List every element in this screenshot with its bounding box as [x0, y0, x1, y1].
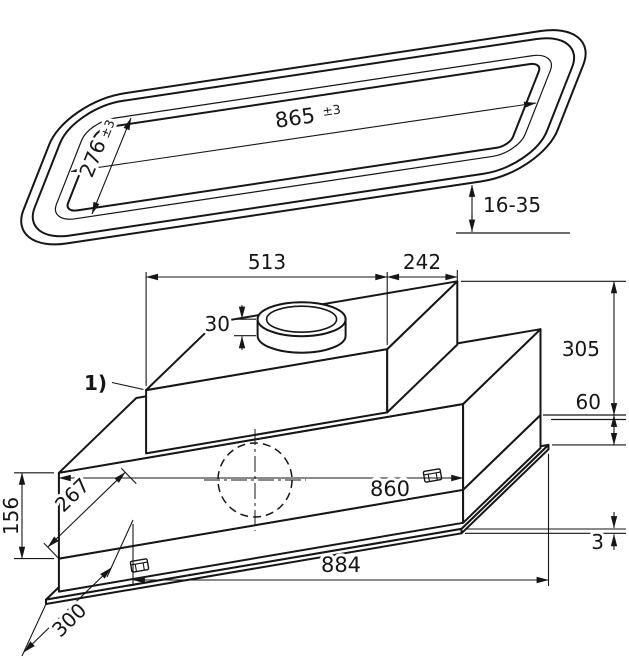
ceiling-thickness-value: 16-35	[483, 193, 541, 217]
dim-left-height: 156	[0, 472, 54, 560]
callout-1: 1)	[81, 368, 144, 398]
dim-collar-height: 30	[202, 305, 256, 350]
dim-panel-width: 884	[132, 453, 550, 586]
dim-duct-depth: 242	[386, 247, 458, 281]
mounting-clip	[129, 558, 150, 573]
callout-leader-line	[111, 381, 144, 391]
ceiling-cutout-template: 865 ±3 276 ±3 16-35	[7, 22, 600, 252]
body-width-value: 860	[370, 477, 410, 501]
dim-panel-lip: 3	[588, 512, 618, 557]
collar-top-rim	[256, 301, 347, 338]
duct-width-value: 513	[248, 250, 286, 274]
left-height-value: 156	[0, 497, 23, 535]
dim-recessed-height: 305	[559, 280, 618, 416]
panel-depth-value: 300	[47, 598, 91, 642]
lower-height-value: 60	[576, 390, 601, 414]
duct-depth-value: 242	[403, 250, 441, 274]
recessed-height-value: 305	[562, 337, 600, 361]
panel-width-value: 884	[321, 553, 361, 577]
dim-lower-height: 60	[573, 387, 618, 446]
dim-body-width: 860	[58, 474, 464, 504]
panel-right-face	[460, 443, 550, 535]
hood-isometric-view: 1) 513 242 30	[0, 247, 626, 657]
collar-inner-rim	[265, 305, 338, 334]
collar-height-value: 30	[205, 312, 230, 336]
dim-ceiling-thickness: 16-35	[456, 184, 570, 234]
mounting-clip	[422, 468, 443, 483]
cutout-length-tolerance: ±3	[321, 101, 341, 119]
panel-lip-value: 3	[591, 530, 604, 554]
callout-1-label: 1)	[84, 371, 107, 395]
dim-duct-width: 513	[145, 247, 388, 386]
exhaust-collar	[256, 301, 347, 354]
